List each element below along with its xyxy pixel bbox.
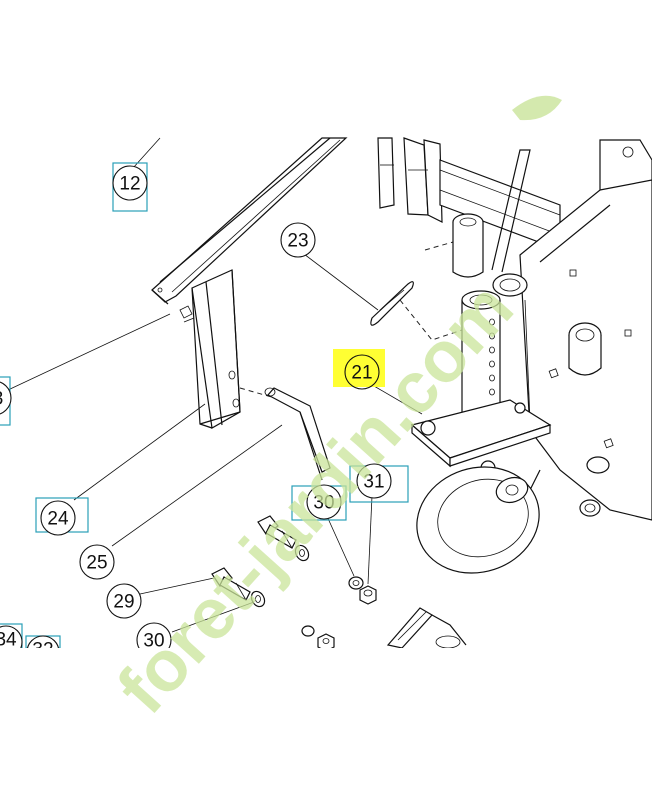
svg-text:29: 29: [113, 592, 134, 613]
svg-text:21: 21: [351, 363, 372, 384]
washer-30: [348, 576, 364, 590]
callout-12: 12: [112, 162, 148, 212]
svg-text:3: 3: [0, 389, 3, 410]
crop-mask: [0, 648, 652, 800]
vertical-post: [179, 269, 241, 429]
bolt-lower: [211, 567, 251, 601]
frame-beam: [151, 137, 348, 305]
pin-guide-dashed: [399, 299, 463, 341]
leader-lines: [7, 137, 423, 633]
spring-pin: [370, 281, 414, 326]
machine-body: [377, 137, 652, 521]
watermark-leaf-icon: [512, 95, 562, 121]
callout-30-upper: 30: [291, 484, 347, 521]
bolt-upper: [257, 515, 297, 549]
callout-23: 23: [280, 222, 316, 258]
caster-jack: [410, 149, 552, 574]
svg-text:30: 30: [313, 493, 334, 514]
callout-21-highlighted: 21: [333, 349, 385, 390]
svg-text:12: 12: [119, 174, 140, 195]
svg-text:34: 34: [0, 630, 17, 651]
svg-text:24: 24: [47, 509, 69, 530]
l-pin: [264, 387, 331, 481]
svg-text:31: 31: [363, 472, 384, 493]
washer-upper: [294, 544, 310, 562]
nut-31: [359, 585, 377, 605]
callout-29: 29: [106, 583, 142, 619]
svg-text:30: 30: [143, 631, 164, 652]
lower-right-bracket: [386, 607, 467, 649]
svg-text:23: 23: [287, 231, 308, 252]
callout-3: 3: [0, 376, 12, 426]
washer-lower: [250, 590, 266, 608]
callout-25: 25: [79, 544, 115, 580]
nuts-lower: [301, 625, 335, 652]
adjustment-holes: [489, 318, 495, 396]
callout-24: 24: [35, 497, 89, 536]
svg-text:25: 25: [86, 553, 107, 574]
callout-31: 31: [349, 463, 409, 503]
